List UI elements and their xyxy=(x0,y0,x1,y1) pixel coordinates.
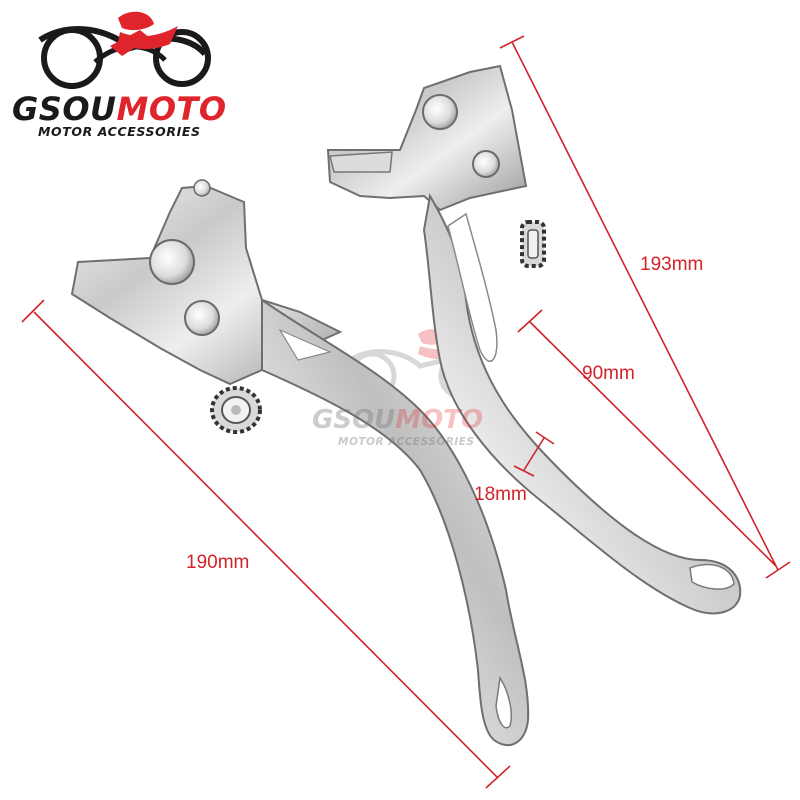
lever-reach-label: 90mm xyxy=(582,363,635,384)
motorcycle-rider-logo-icon xyxy=(38,11,211,89)
blade-width-label: 18mm xyxy=(474,484,527,505)
left-lever-length-label: 190mm xyxy=(186,552,250,573)
left-adjuster-knob-icon xyxy=(210,386,262,434)
right-brake-lever xyxy=(326,64,742,615)
right-adjuster-knob-icon xyxy=(520,220,546,268)
left-brake-lever xyxy=(70,179,530,747)
dimension-lines xyxy=(21,35,791,789)
brand-name: GSOUMOTO xyxy=(12,90,227,128)
brand-tagline: MOTOR ACCESSORIES xyxy=(38,124,201,139)
right-lever-length-label: 193mm xyxy=(640,254,704,275)
watermark-tagline: MOTOR ACCESSORIES xyxy=(338,436,475,448)
watermark-brand-name: GSOUMOTO xyxy=(312,405,484,435)
